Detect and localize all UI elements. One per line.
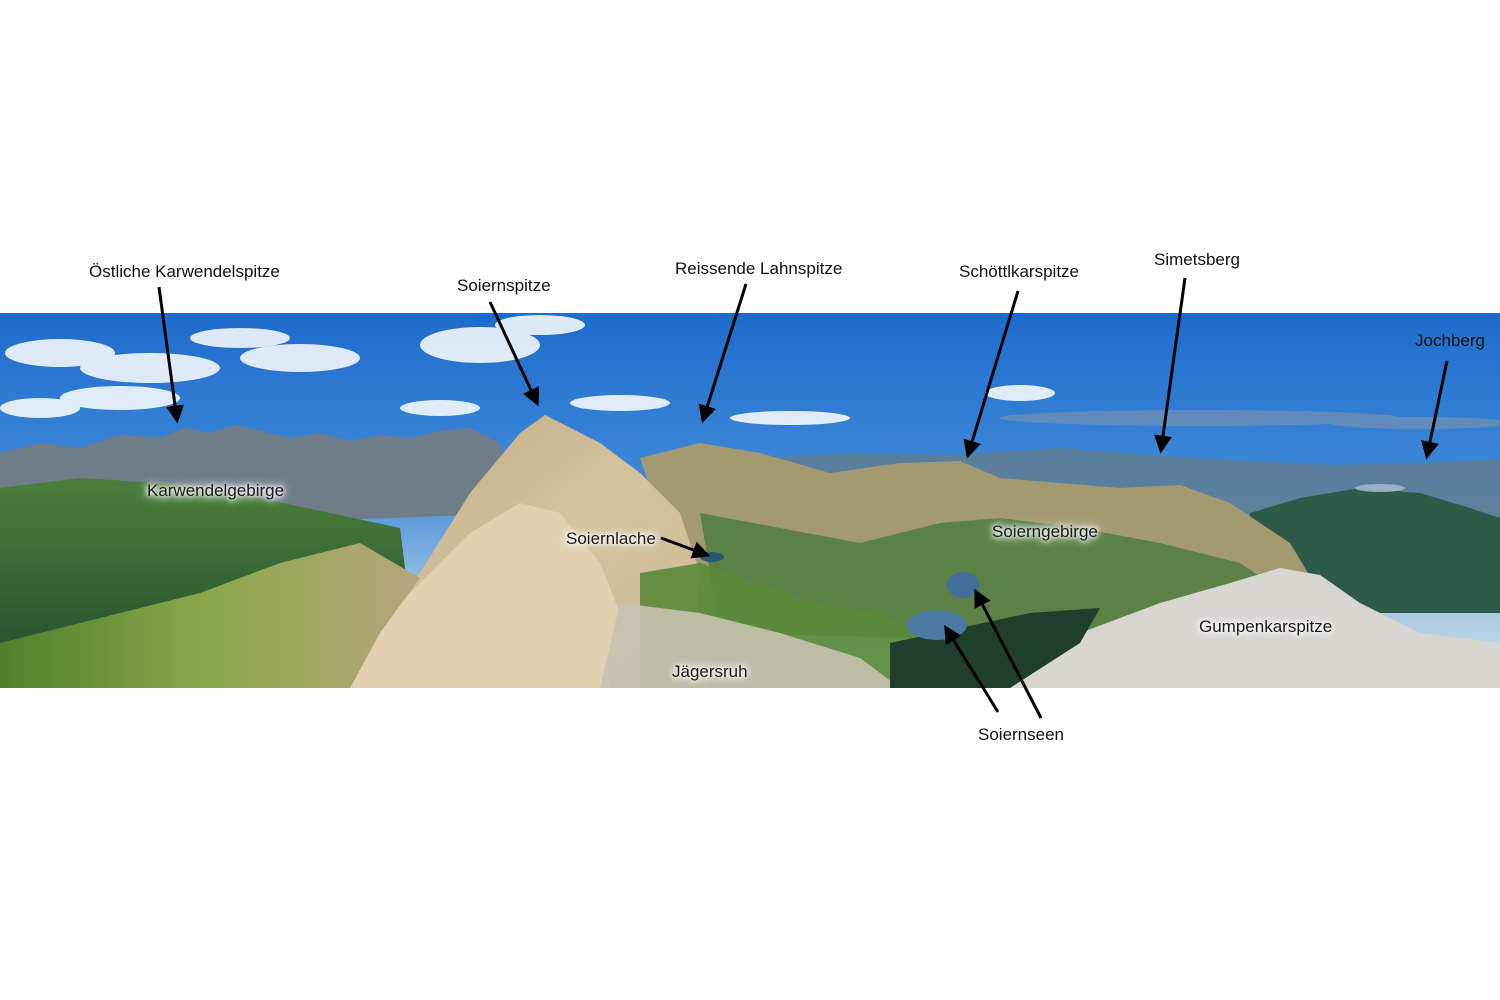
label-gumpenkarspitze: Gumpenkarspitze <box>1199 617 1333 636</box>
label-soiernlache: Soiernlache <box>566 529 656 548</box>
label-karwendelgebirge: Karwendelgebirge <box>147 481 285 500</box>
label-soierngebirge: Soierngebirge <box>992 522 1098 541</box>
soiernsee-upper <box>947 572 979 598</box>
green-slope-left <box>0 543 420 688</box>
gumpenkarspitze-rock <box>1010 568 1500 688</box>
label-jaegersruh: Jägersruh <box>672 662 748 681</box>
soiernsee-lower <box>907 610 967 640</box>
soiernspitze-scree <box>350 503 620 688</box>
label-soiernseen: Soiernseen <box>978 725 1065 744</box>
distant-lake <box>1355 484 1405 492</box>
mountain-panorama-photo <box>0 313 1500 688</box>
label-oestliche-karwendelspitze: Östliche Karwendelspitze <box>89 262 280 281</box>
label-jochberg: Jochberg <box>1415 331 1485 350</box>
label-simetsberg: Simetsberg <box>1154 250 1240 269</box>
scree-slopes-center <box>600 603 900 688</box>
label-reissende-lahnspitze: Reissende Lahnspitze <box>675 259 843 278</box>
soiernlache-lake <box>700 552 724 562</box>
cloud-band-horizon <box>1000 410 1500 429</box>
label-soiernspitze: Soiernspitze <box>457 276 551 295</box>
label-schoettlkarspitze: Schöttlkarspitze <box>959 262 1079 281</box>
